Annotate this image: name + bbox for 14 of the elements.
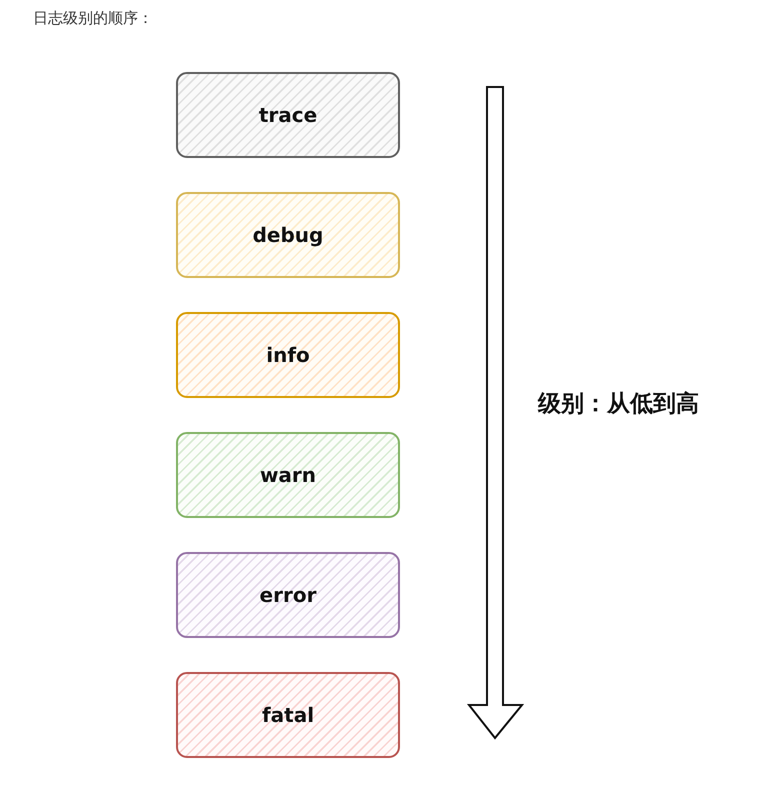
level-label: trace [258, 103, 318, 127]
level-box [176, 432, 400, 518]
level-box [176, 312, 400, 398]
level-box [176, 552, 400, 638]
level-box [176, 72, 400, 158]
level-label: warn [260, 463, 316, 487]
level-label: error [260, 583, 316, 607]
level-label: debug [252, 223, 324, 247]
level-box [176, 192, 400, 278]
level-label: fatal [262, 703, 314, 727]
level-box [176, 672, 400, 758]
level-label: info [266, 343, 310, 367]
direction-label: 级别：从低到高 [538, 390, 699, 419]
page-title: 日志级别的顺序： [33, 9, 153, 28]
